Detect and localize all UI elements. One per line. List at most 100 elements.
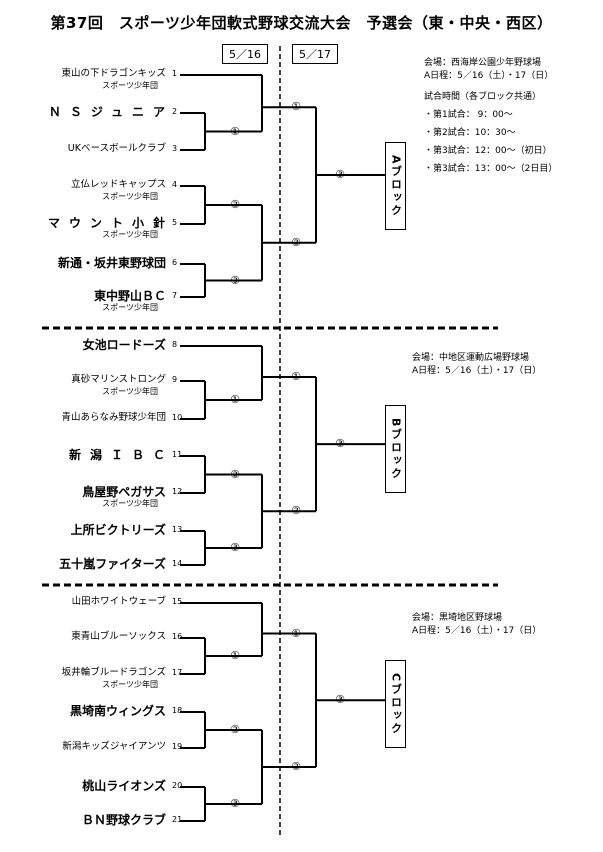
team-name: 女池ロードーズ — [82, 338, 166, 352]
match-label-third-1-a: ③ — [230, 541, 240, 554]
team-number: 4 — [172, 180, 178, 189]
team-subtitle: スポーツ少年団 — [102, 499, 158, 508]
match-label-second-1-b: ② — [291, 504, 301, 518]
team-name: 新通・坂井東野球団 — [57, 256, 166, 270]
block-a-venue: 会場：西海岸公園少年野球場 — [424, 58, 542, 68]
team-number: 7 — [172, 291, 178, 300]
block-a-label: Aブロック — [385, 142, 406, 230]
match-label-third-2-c: ③ — [335, 693, 345, 707]
match-times-title: 試合時間（各ブロック共通） — [424, 92, 542, 102]
date-day2: 5／17 — [292, 44, 338, 64]
block-b-venue: 会場：中地区運動広場野球場 — [412, 353, 530, 363]
match-label-third-2-a: ③ — [230, 797, 240, 810]
team-subtitle: スポーツ少年団 — [102, 303, 158, 312]
team-name: 黒埼南ウィングス — [69, 704, 166, 718]
team-subtitle: スポーツ少年団 — [102, 192, 158, 201]
match-label-third-1-c: ③ — [335, 437, 345, 451]
match-label-first-1-b: ① — [291, 370, 301, 383]
team-name: ＢＮ野球クラブ — [81, 813, 166, 827]
team-number: 8 — [172, 340, 178, 349]
match-label-second-2-b: ② — [291, 760, 301, 773]
team-subtitle: スポーツ少年団 — [102, 387, 158, 396]
match-time-1: ・第1試合： 9：00～ — [424, 110, 513, 120]
team-name: 新潟ＩＢＣ — [68, 448, 174, 462]
team-name: 五十嵐ファイターズ — [59, 557, 166, 571]
team-name: 鳥屋野ペガサス — [82, 485, 166, 499]
team-entry: 東青山ブルーソックス 16 — [20, 630, 182, 656]
match-label-third-0-c: ③ — [335, 168, 345, 181]
team-name: 東中野山ＢＣ — [93, 289, 166, 303]
team-number: 10 — [172, 413, 183, 422]
match-label-first-0-a: ① — [230, 124, 240, 138]
team-name: 桃山ライオンズ — [82, 779, 166, 793]
team-entry: 青山あらなみ野球少年団 10 — [20, 411, 182, 437]
team-entry: 立仏レッドキャップススポーツ少年団 4 — [20, 178, 177, 204]
date-day1: 5／16 — [222, 44, 268, 64]
team-name: 新潟キッズジャイアンツ — [62, 741, 166, 752]
block-a-schedule: A日程：5／16（土）・17（日） — [424, 71, 554, 81]
team-number: 9 — [172, 375, 178, 384]
team-number: 11 — [172, 450, 183, 459]
team-subtitle: スポーツ少年団 — [102, 81, 158, 90]
team-name: 坂井輪ブルードラゴンズ — [61, 667, 166, 678]
team-number: 21 — [172, 815, 183, 824]
team-number: 16 — [172, 632, 183, 641]
team-entry: 真砂マリンストロングスポーツ少年団 9 — [20, 373, 177, 399]
team-entry: 女池ロードーズ 8 — [20, 338, 178, 364]
team-entry: 五十嵐ファイターズ 14 — [20, 557, 182, 583]
team-number: 1 — [172, 69, 178, 78]
team-entry: 黒埼南ウィングス 18 — [20, 704, 182, 730]
team-number: 15 — [172, 597, 183, 606]
team-name: 真砂マリンストロング — [71, 374, 166, 385]
block-c-venue: 会場：黒埼地区野球場 — [412, 613, 503, 623]
team-entry: 上所ビクトリーズ 13 — [20, 523, 183, 549]
page-title: 第37回 スポーツ少年団軟式野球交流大会 予選会（東・中央・西区） — [50, 14, 553, 32]
team-number: 6 — [172, 258, 178, 267]
team-name: 青山あらなみ野球少年団 — [61, 412, 166, 423]
match-time-4: ・第3試合：13：00～（2日目） — [424, 164, 558, 174]
team-entry: 新潟キッズジャイアンツ 19 — [20, 740, 182, 766]
block-c-label: Cブロック — [385, 660, 406, 748]
team-number: 5 — [172, 218, 178, 227]
team-entry: 山田ホワイトウェーブ 15 — [20, 595, 183, 621]
match-label-second-2-a: ② — [230, 723, 240, 736]
team-name: 立仏レッドキャップス — [70, 179, 166, 190]
match-label-first-1-a: ① — [230, 393, 240, 406]
team-number: 12 — [172, 487, 183, 496]
match-time-2: ・第2試合：10：30～ — [424, 128, 516, 138]
match-time-3: ・第3試合：12：00～（初日） — [424, 146, 552, 156]
team-name: 山田ホワイトウェーブ — [71, 596, 166, 607]
team-number: 17 — [172, 668, 183, 677]
team-number: 18 — [172, 706, 183, 715]
team-number: 14 — [172, 559, 183, 568]
match-label-second-0-a: ② — [230, 198, 240, 211]
match-label-third-0-a: ③ — [230, 273, 240, 287]
team-number: 19 — [172, 742, 183, 751]
team-name: 東山の下ドラゴンキッズ — [61, 68, 166, 79]
team-entry: 東山の下ドラゴンキッズスポーツ少年団 1 — [20, 67, 177, 93]
team-name: ＮＳジュニア — [48, 105, 174, 119]
match-label-first-0-b: ① — [291, 100, 301, 114]
team-subtitle: スポーツ少年団 — [102, 230, 158, 239]
team-number: 2 — [172, 107, 178, 116]
block-c-schedule: A日程：5／16（土）・17（日） — [412, 626, 542, 636]
team-entry: 鳥屋野ペガサススポーツ少年団 12 — [20, 485, 182, 511]
match-label-first-2-a: ① — [230, 649, 240, 662]
team-name: 東青山ブルーソックス — [71, 631, 166, 642]
team-name: UKベースボールクラブ — [67, 143, 166, 154]
team-number: 13 — [172, 525, 183, 534]
team-name: 上所ビクトリーズ — [70, 523, 166, 537]
match-label-second-1-a: ② — [230, 467, 240, 481]
match-label-first-2-b: ① — [291, 626, 301, 640]
team-entry: ＢＮ野球クラブ 21 — [20, 813, 182, 839]
team-entry: 新通・坂井東野球団 6 — [20, 256, 177, 282]
block-b-label: Bブロック — [385, 405, 406, 493]
block-b-schedule: A日程：5／16（土）・17（日） — [412, 366, 542, 376]
